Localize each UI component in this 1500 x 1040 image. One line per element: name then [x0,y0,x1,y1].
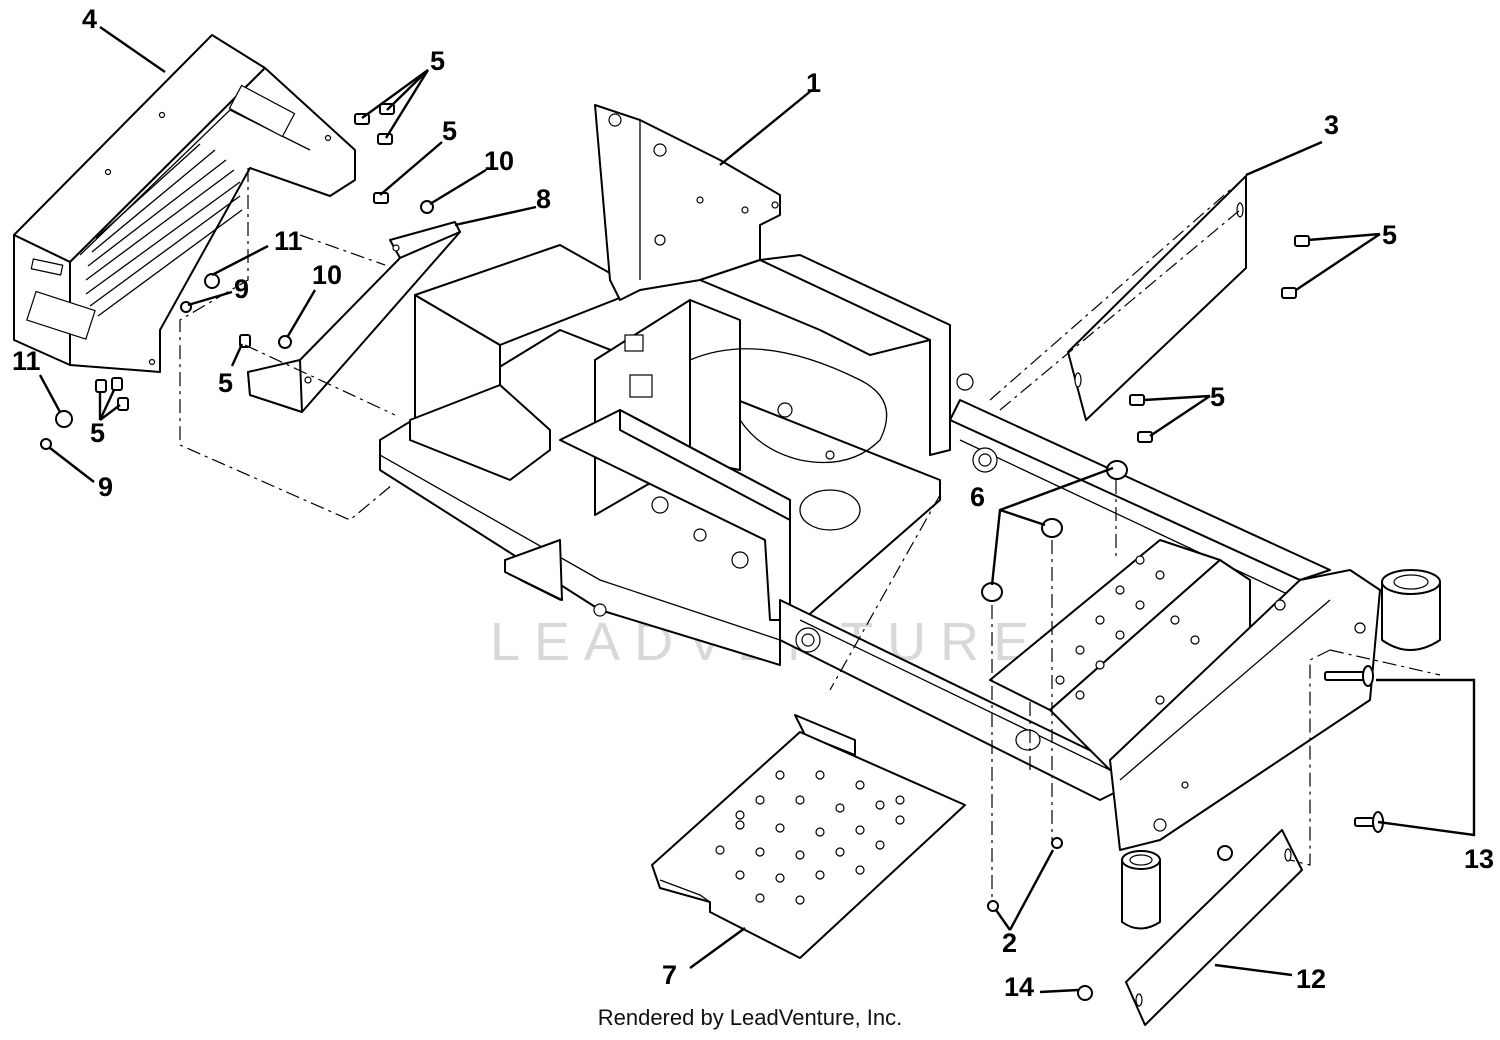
part-3-side-panel[interactable] [1067,175,1247,421]
leader-lines [38,26,1476,994]
nut-icon[interactable] [278,335,292,349]
part-4-rear-cover[interactable] [13,34,356,373]
callout-13: 13 [1464,844,1494,874]
callout-12: 12 [1296,964,1326,994]
assembly-centerlines [179,168,1441,900]
foot-plate-holes [715,770,905,905]
callout-11: 11 [274,226,303,256]
screw-icon[interactable] [40,438,52,450]
callout-9: 9 [98,472,113,502]
washer-icon[interactable] [204,273,220,289]
callout-10: 10 [484,146,514,176]
callout-2: 2 [1002,928,1017,958]
callout-5: 5 [1382,220,1397,250]
callout-7: 7 [662,960,677,990]
washer-icon[interactable] [55,410,73,428]
callout-14: 14 [1004,972,1034,1002]
callout-6: 6 [970,482,985,512]
callout-5: 5 [442,116,457,146]
callout-5: 5 [430,46,445,76]
callout-1: 1 [806,68,821,98]
callout-9: 9 [234,274,249,304]
cover-slots [85,143,243,317]
nut-icon[interactable] [1217,845,1233,861]
bumper-icon[interactable] [1041,518,1063,538]
callout-10: 10 [312,260,342,290]
hardware [40,103,1384,1001]
footer-credit: Rendered by LeadVenture, Inc. [597,1005,903,1030]
callout-5: 5 [1210,382,1225,412]
part-1-main-frame[interactable] [379,104,1441,930]
callout-8: 8 [536,184,551,214]
bumper-icon[interactable] [981,582,1003,602]
nut-icon[interactable] [1077,985,1093,1001]
callout-5: 5 [90,418,105,448]
callout-5: 5 [218,368,233,398]
part-12-front-plate[interactable] [1125,829,1303,1026]
part-7-foot-plate[interactable] [651,714,966,959]
callout-3: 3 [1324,110,1339,140]
part-8-bracket[interactable] [247,221,461,413]
callout-4: 4 [82,4,97,34]
nut-icon[interactable] [1051,837,1063,849]
pin-icon[interactable] [1324,665,1384,833]
nut-icon[interactable] [987,900,999,912]
callout-11: 11 [12,346,41,376]
callout-labels: 4 1 3 5 5 10 8 11 9 10 5 11 5 9 5 5 6 7 … [12,4,1494,1002]
